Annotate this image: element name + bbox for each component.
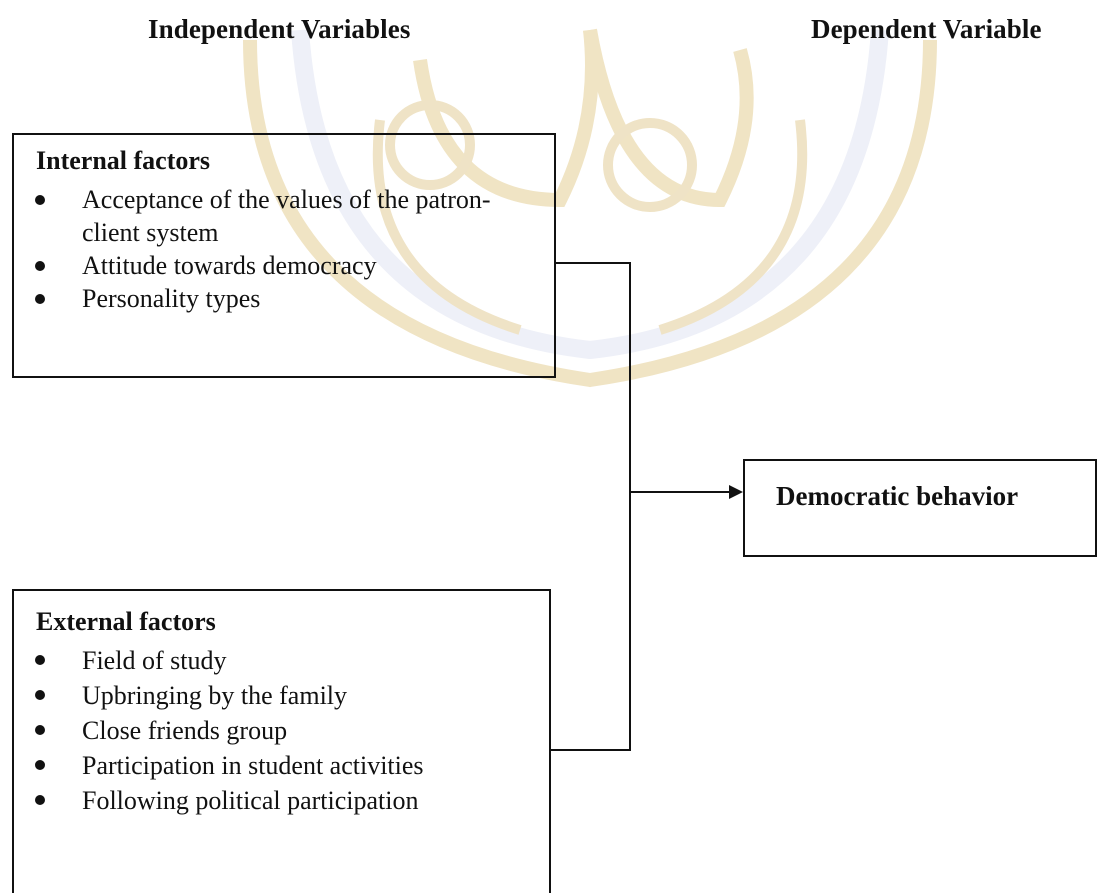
bullet-icon [35, 261, 45, 271]
external-factor-label: Following political participation [82, 786, 419, 815]
dependent-variable-heading: Dependent Variable [811, 14, 1042, 44]
bullet-icon [35, 690, 45, 700]
internal-factors-box: Internal factors Acceptance of the value… [12, 133, 556, 378]
external-factors-box: External factors Field of study Upbringi… [12, 589, 551, 893]
internal-factor-label: Attitude towards democracy [82, 251, 377, 280]
bullet-icon [35, 795, 45, 805]
independent-variables-heading: Independent Variables [148, 14, 411, 44]
external-factors-title: External factors [36, 607, 216, 636]
democratic-behavior-label: Democratic behavior [776, 481, 1019, 511]
list-item: Personality types [32, 282, 522, 315]
external-factor-label: Upbringing by the family [82, 681, 348, 710]
internal-factors-title: Internal factors [36, 146, 211, 175]
external-factor-label: Participation in student activities [82, 751, 424, 780]
list-item: Upbringing by the family [32, 678, 522, 713]
bullet-icon [35, 725, 45, 735]
internal-factor-label: Acceptance of the values of the patron-c… [82, 185, 491, 247]
bullet-icon [35, 195, 45, 205]
list-item: Participation in student activities [32, 748, 522, 783]
internal-factor-label: Personality types [82, 284, 261, 313]
list-item: Field of study [32, 643, 522, 678]
internal-factors-list: Acceptance of the values of the patron-c… [32, 183, 522, 315]
bullet-icon [35, 294, 45, 304]
bullet-icon [35, 760, 45, 770]
external-connector-line [551, 492, 631, 751]
external-factor-label: Close friends group [82, 716, 288, 745]
list-item: Acceptance of the values of the patron-c… [32, 183, 522, 249]
external-factors-list: Field of study Upbringing by the family … [32, 643, 522, 818]
list-item: Following political participation [32, 783, 522, 818]
external-factor-label: Field of study [82, 646, 227, 675]
list-item: Close friends group [32, 713, 522, 748]
internal-connector-line [556, 262, 631, 492]
dependent-variable-box: Democratic behavior [743, 459, 1097, 557]
list-item: Attitude towards democracy [32, 249, 522, 282]
bullet-icon [35, 655, 45, 665]
